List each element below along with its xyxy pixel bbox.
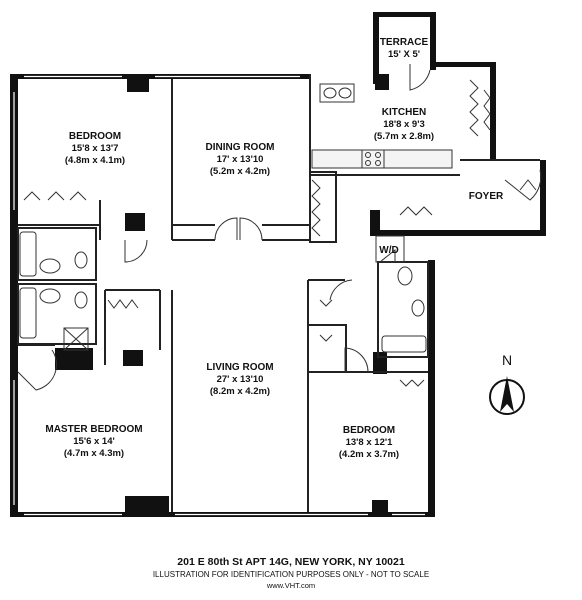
wd-name: W/D: [379, 245, 398, 256]
column: [125, 496, 169, 516]
kitchen-sink: [319, 83, 355, 103]
room-labels: TERRACE 15' X 5' KITCHEN 18'8 x 9'3 (5.7…: [45, 37, 504, 460]
bedroom1-metric: (4.8m x 4.1m): [65, 155, 125, 166]
bathtub: [19, 287, 37, 339]
compass: N: [489, 352, 525, 415]
column: [372, 500, 388, 516]
wall-terrace-west: [373, 14, 379, 84]
column: [123, 350, 143, 366]
wall-foyer-south: [378, 230, 545, 236]
wall-east-bedroom: [428, 260, 435, 517]
fixtures: [19, 83, 453, 353]
wall-west: [10, 74, 18, 516]
bedroom1-name: BEDROOM: [69, 131, 121, 142]
terrace-name: TERRACE: [380, 37, 429, 48]
bedroom1-dims: 15'8 x 13'7: [72, 143, 119, 154]
column: [127, 74, 149, 92]
footer-website: www.VHT.com: [266, 581, 316, 590]
bathtub: [381, 335, 427, 353]
column: [373, 352, 387, 374]
column: [125, 213, 145, 231]
column: [55, 348, 93, 370]
foyer-name: FOYER: [469, 191, 504, 202]
wall-kitchen-east: [490, 62, 496, 160]
master-name: MASTER BEDROOM: [45, 424, 142, 435]
kitchen-name: KITCHEN: [382, 107, 426, 118]
footer-address: 201 E 80th St APT 14G, NEW YORK, NY 1002…: [177, 556, 405, 568]
footer-disclaimer: ILLUSTRATION FOR IDENTIFICATION PURPOSES…: [152, 570, 430, 579]
wall-terrace-east: [430, 14, 436, 70]
living-name: LIVING ROOM: [206, 362, 273, 373]
living-dims: 27' x 13'10: [217, 374, 264, 385]
windows: [13, 75, 425, 516]
master-dims: 15'6 x 14': [73, 436, 115, 447]
dining-name: DINING ROOM: [206, 142, 275, 153]
wall-terrace-north: [373, 12, 436, 17]
dining-dims: 17' x 13'10: [217, 154, 264, 165]
living-metric: (8.2m x 4.2m): [210, 386, 270, 397]
kitchen-dims: 18'8 x 9'3: [383, 119, 425, 130]
wall-kitchen-north: [432, 62, 496, 67]
columns: [55, 74, 389, 516]
terrace-dims: 15' X 5': [388, 49, 420, 60]
floor-plan: TERRACE 15' X 5' KITCHEN 18'8 x 9'3 (5.7…: [10, 12, 546, 517]
bedroom2-metric: (4.2m x 3.7m): [339, 449, 399, 460]
bedroom2-name: BEDROOM: [343, 425, 395, 436]
dining-metric: (5.2m x 4.2m): [210, 166, 270, 177]
master-metric: (4.7m x 4.3m): [64, 448, 124, 459]
bedroom2-dims: 13'8 x 12'1: [346, 437, 393, 448]
shower: [63, 327, 89, 351]
stove: [361, 149, 385, 169]
compass-arrow-icon: [500, 376, 514, 412]
kitchen-metric: (5.7m x 2.8m): [374, 131, 434, 142]
bathtub: [19, 231, 37, 277]
column: [375, 74, 389, 90]
wall-corridor-east: [370, 210, 380, 236]
compass-label: N: [502, 352, 512, 368]
doors: [17, 64, 542, 391]
wall-foyer-east: [540, 160, 546, 236]
